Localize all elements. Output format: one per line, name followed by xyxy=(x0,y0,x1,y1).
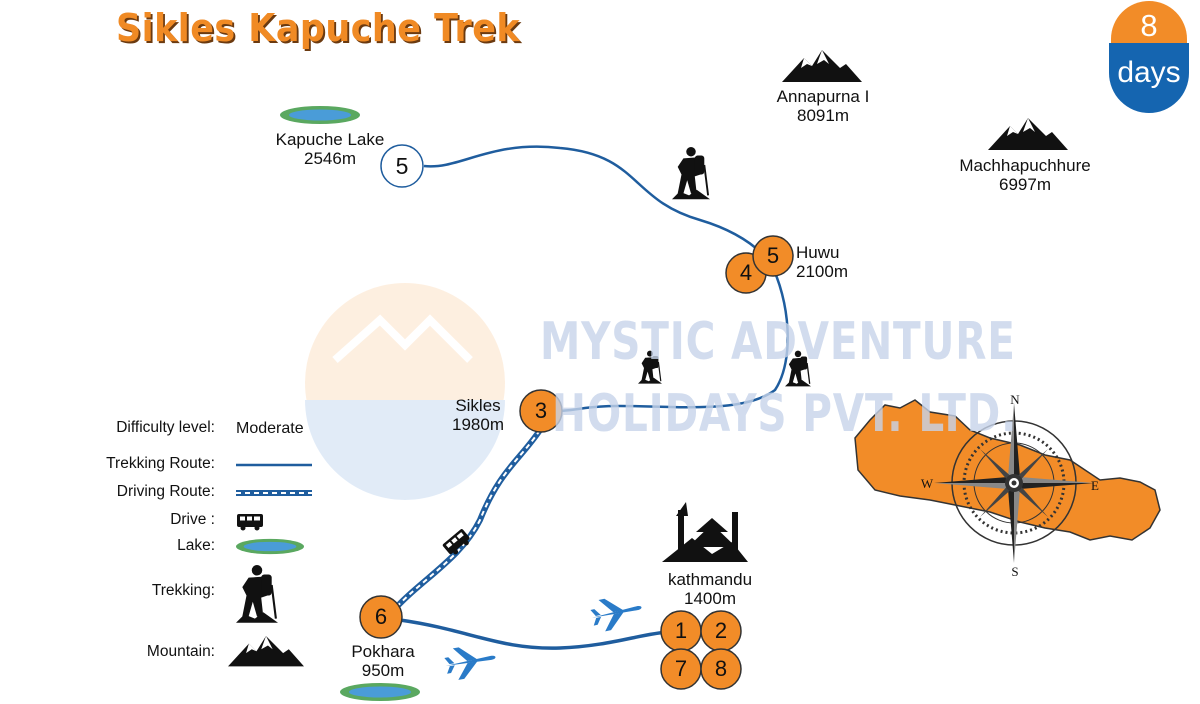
stop-marker: 6 xyxy=(374,604,388,629)
legend-mountain-label: Mountain: xyxy=(146,643,215,660)
legend-difficulty-label: Difficulty level: xyxy=(116,419,215,436)
stop-marker: 5 xyxy=(395,153,409,179)
bus-icon xyxy=(442,528,473,558)
compass-icon xyxy=(934,403,1094,563)
legend-trekking-route-label: Trekking Route: xyxy=(106,455,215,472)
legend-bus-icon xyxy=(237,514,263,531)
legend-lake-icon xyxy=(236,538,304,555)
mountain-icon xyxy=(782,50,862,82)
watermark-line1: MYSTIC ADVENTURE xyxy=(540,312,1016,372)
stop-marker: 7 xyxy=(674,656,688,681)
watermark-logo xyxy=(305,283,505,500)
stop-marker: 3 xyxy=(534,398,548,423)
legend-difficulty-value: Moderate xyxy=(236,420,304,437)
lake-icon xyxy=(280,106,360,124)
compass-north: N xyxy=(1010,392,1020,407)
lake-icon xyxy=(340,683,420,701)
page-title: Sikles Kapuche Trek xyxy=(116,6,521,50)
legend-lake-label: Lake: xyxy=(177,537,215,554)
nepal-map-icon xyxy=(854,399,1161,541)
legend-mountain-icon xyxy=(228,636,304,667)
airplane-icon xyxy=(588,591,645,634)
legend-trekking-label: Trekking: xyxy=(151,582,215,599)
legend-drive-label: Drive : xyxy=(170,511,215,528)
stop-marker: 4 xyxy=(739,260,753,285)
stop-marker: 1 xyxy=(674,618,688,643)
hiker-icon xyxy=(671,145,711,201)
stop-marker: 5 xyxy=(766,243,780,268)
compass-south: S xyxy=(1011,564,1019,579)
stop-marker: 8 xyxy=(714,656,728,681)
flight-route xyxy=(399,618,669,650)
legend-driving-route-label: Driving Route: xyxy=(116,483,215,500)
stop-marker: 2 xyxy=(714,618,728,643)
duration-unit-badge: days xyxy=(1109,43,1189,113)
mountain-icon xyxy=(988,118,1068,150)
compass-east: E xyxy=(1091,478,1099,493)
compass-west: W xyxy=(920,476,934,491)
airplane-icon xyxy=(442,641,499,682)
temple-icon xyxy=(662,502,748,562)
watermark-line2: HOLIDAYS PVT. LTD. xyxy=(552,384,1018,444)
legend-hiker-icon xyxy=(234,563,280,624)
